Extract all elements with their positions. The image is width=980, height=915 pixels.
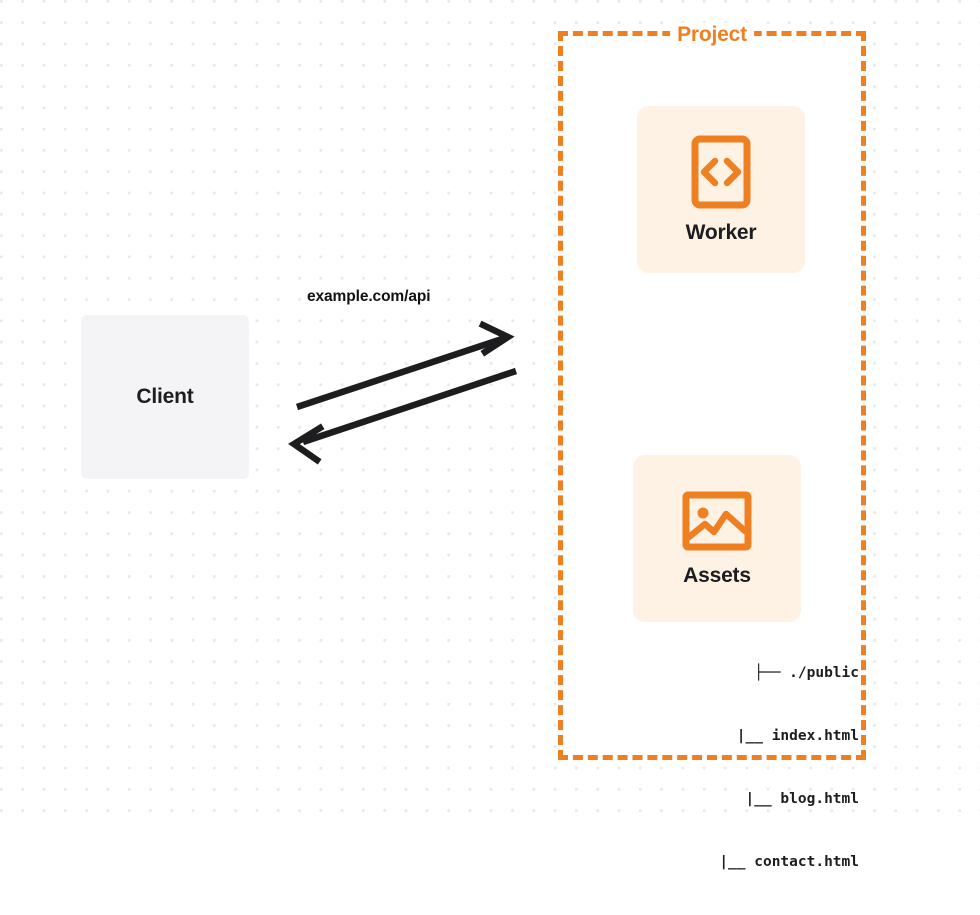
- file-tree-row: ├── ./public: [754, 665, 859, 681]
- assets-node: Assets: [633, 455, 801, 622]
- file-tree-row: |__ blog.html: [745, 791, 860, 807]
- image-icon: [682, 491, 752, 550]
- project-container-title: Project: [670, 23, 754, 47]
- code-brackets-icon: [691, 135, 751, 208]
- assets-node-label: Assets: [683, 563, 751, 587]
- client-node: Client: [81, 315, 249, 479]
- response-arrow-icon: [288, 367, 518, 465]
- assets-file-tree: ├── ./public |__ index.html |__ blog.htm…: [609, 621, 859, 915]
- connector-group: example.com/api: [270, 280, 540, 480]
- worker-node: Worker: [637, 106, 805, 273]
- file-tree-row: |__ index.html: [736, 728, 859, 744]
- connector-label: example.com/api: [307, 288, 431, 305]
- project-container: Project Worker Assets ├── ./public |__ i…: [558, 23, 866, 870]
- connector-arrows-svg: [288, 320, 518, 465]
- file-tree-row: |__ contact.html: [719, 854, 859, 870]
- worker-node-label: Worker: [685, 220, 757, 244]
- request-arrow-icon: [295, 320, 515, 411]
- diagram-canvas: Client example.com/api Project: [0, 0, 980, 870]
- client-node-label: Client: [136, 385, 194, 408]
